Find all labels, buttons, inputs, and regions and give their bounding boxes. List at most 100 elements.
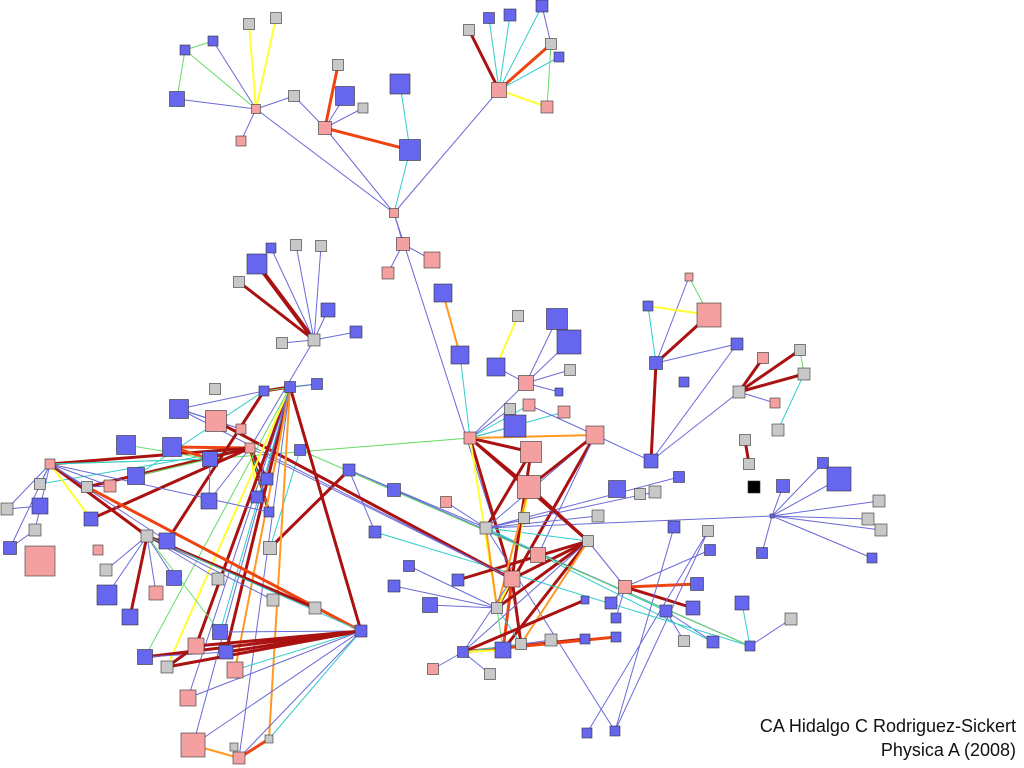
network-node [218, 644, 234, 660]
network-node [673, 471, 685, 483]
network-node [769, 513, 775, 519]
network-edge [650, 391, 740, 462]
network-node [158, 532, 176, 550]
network-edge [771, 515, 882, 532]
network-node [756, 547, 768, 559]
network-node [522, 398, 536, 412]
network-node [166, 570, 182, 586]
network-node [179, 689, 197, 707]
network-node [610, 631, 622, 643]
network-node [582, 535, 594, 547]
network-edge [655, 342, 738, 364]
network-node [389, 208, 399, 218]
network-node [608, 480, 626, 498]
network-node [634, 488, 646, 500]
network-edge [146, 535, 219, 580]
network-edge [208, 447, 251, 502]
network-node [618, 580, 632, 594]
network-node [284, 381, 296, 393]
network-node [734, 595, 750, 611]
network-node [92, 544, 104, 556]
network-node [433, 283, 453, 303]
network-node [684, 272, 694, 282]
network-edge [255, 262, 316, 342]
network-node [491, 602, 503, 614]
network-edge [323, 63, 340, 130]
network-node [491, 82, 507, 98]
network-edge [165, 629, 363, 669]
network-edge [219, 629, 362, 634]
network-edge [498, 56, 560, 91]
network-edge [9, 463, 51, 549]
network-edge [461, 598, 587, 654]
network-node [730, 337, 744, 351]
network-node [24, 545, 56, 577]
network-edge [269, 449, 301, 549]
network-node [235, 135, 247, 147]
network-node [540, 100, 554, 114]
network-node [866, 552, 878, 564]
network-edge [214, 419, 514, 581]
network-node [690, 577, 704, 591]
network-node [307, 333, 321, 347]
network-edge [456, 539, 590, 582]
network-edge [469, 404, 530, 439]
network-node [290, 239, 302, 251]
network-node [243, 18, 255, 30]
network-edge [184, 49, 257, 110]
network-node [368, 525, 382, 539]
network-node [826, 466, 852, 492]
network-node [604, 596, 618, 610]
network-node [580, 595, 590, 605]
network-edge [429, 603, 498, 609]
network-edge [374, 531, 751, 647]
network-node [96, 584, 118, 606]
network-node [381, 266, 395, 280]
network-node [553, 51, 565, 63]
network-edge [501, 577, 514, 652]
network-node [288, 90, 300, 102]
network-node [609, 725, 621, 737]
network-edge [194, 385, 292, 648]
network-node [784, 612, 798, 626]
network-node [696, 302, 722, 328]
network-node [235, 423, 247, 435]
network-node [244, 442, 256, 454]
network-node [232, 751, 246, 765]
network-node [200, 492, 218, 510]
network-node [180, 732, 206, 758]
network-edge [105, 535, 148, 571]
network-node [544, 633, 558, 647]
network-edge [268, 468, 351, 550]
network-edge [49, 462, 270, 513]
network-node [83, 511, 99, 527]
network-node [515, 638, 527, 650]
network-edge [313, 330, 357, 341]
network-node [258, 385, 270, 397]
network-node [207, 35, 219, 47]
network-node [250, 490, 264, 504]
network-edge [166, 386, 291, 668]
network-edge [255, 108, 395, 214]
network-node [463, 431, 477, 445]
network-node [315, 240, 327, 252]
network-edge [520, 540, 589, 645]
network-edge [49, 458, 211, 466]
network-edge [650, 343, 738, 462]
network-node [757, 352, 769, 364]
network-edge [234, 630, 362, 671]
network-edge [49, 463, 168, 542]
network-node [357, 102, 369, 114]
network-edge [614, 526, 675, 732]
network-node [743, 458, 755, 470]
network-node [591, 509, 605, 523]
network-node [702, 525, 714, 537]
network-edge [487, 17, 500, 91]
network-node [31, 497, 49, 515]
network-edge [623, 585, 695, 610]
network-edge [255, 95, 295, 110]
network-edge [178, 390, 265, 411]
network-node [342, 463, 356, 477]
network-edge [545, 43, 552, 108]
network-edge [485, 527, 616, 732]
